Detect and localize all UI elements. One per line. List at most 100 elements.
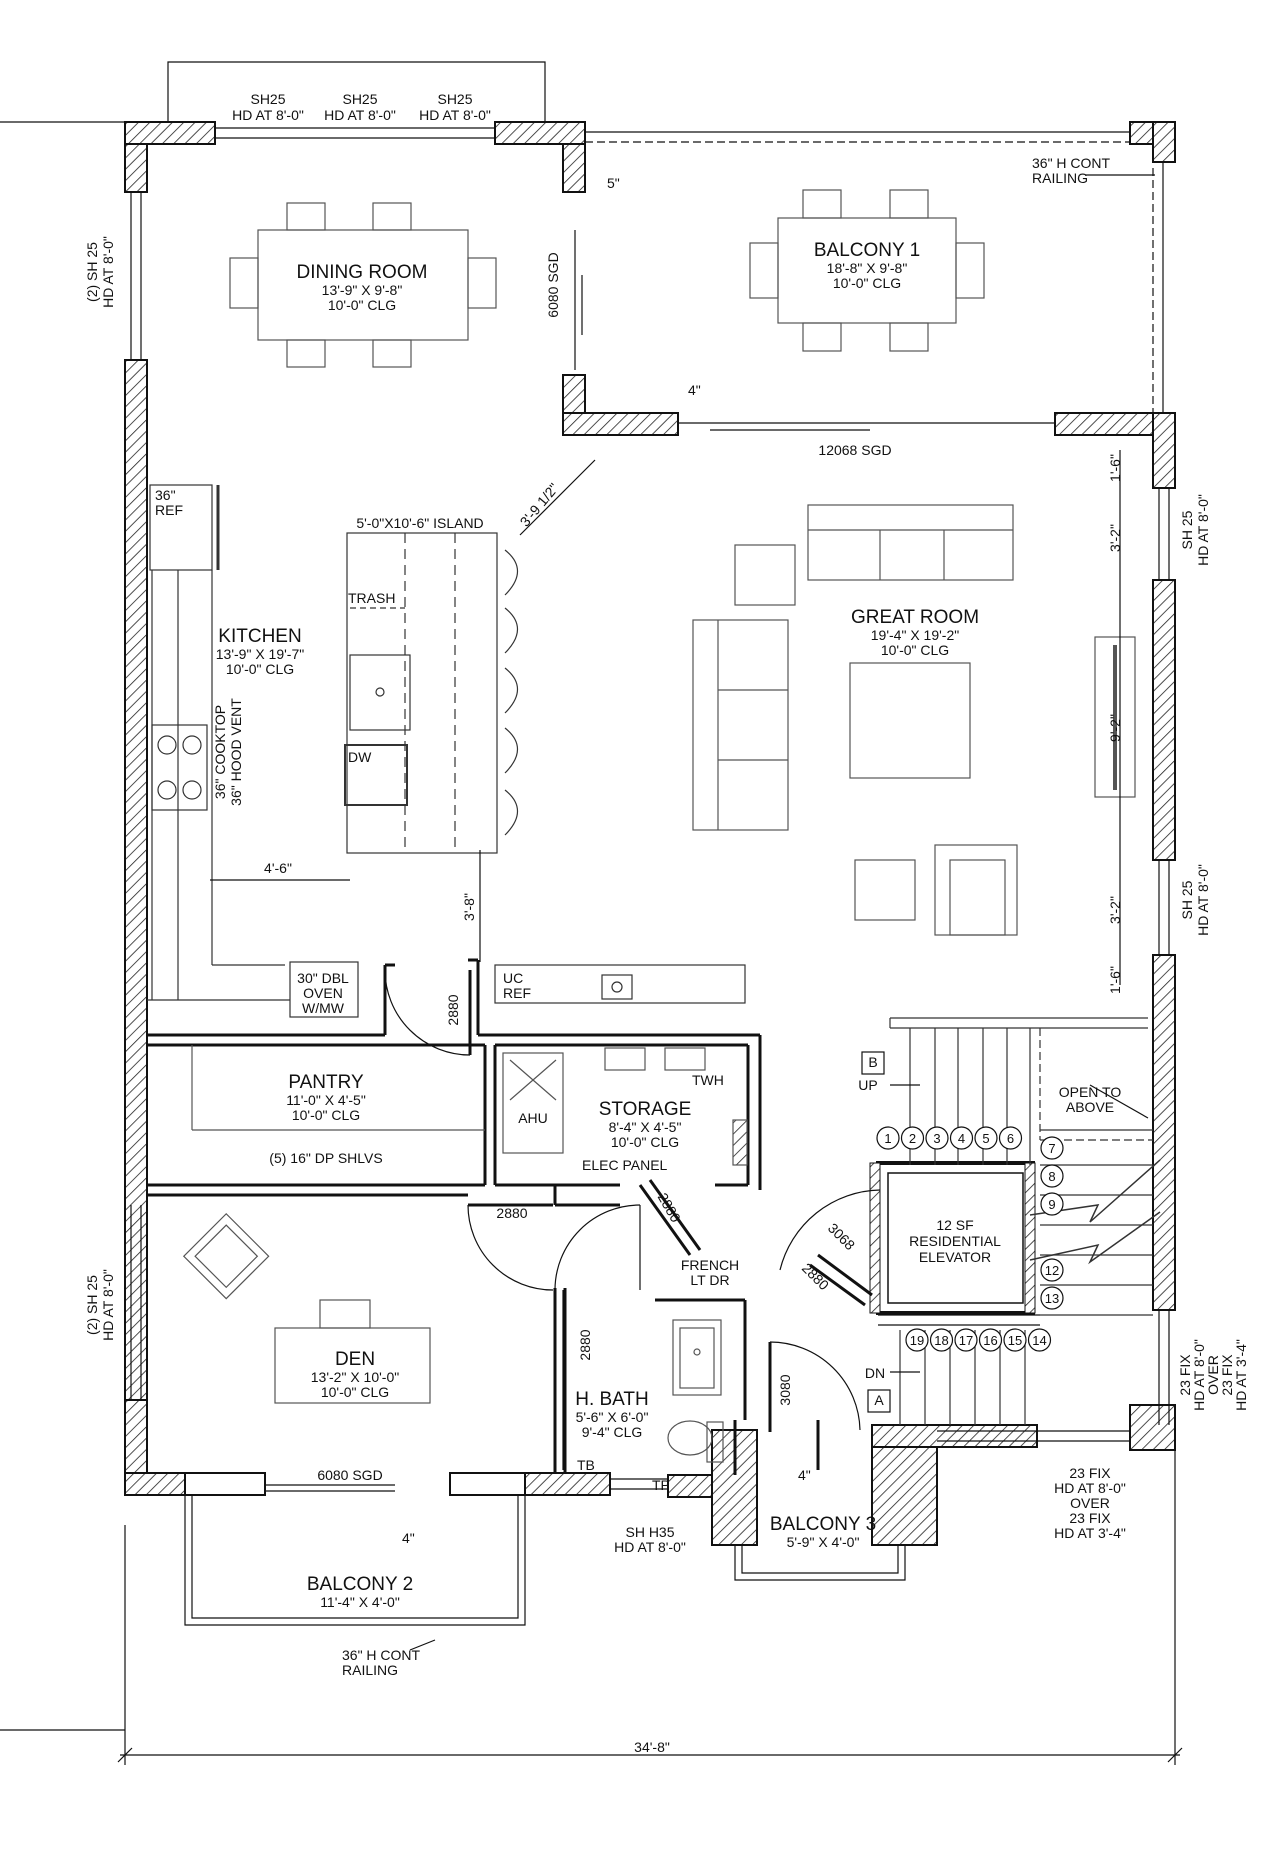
dim-5-inch: 5" (607, 175, 620, 191)
stair-step-number: 2 (909, 1131, 916, 1146)
kitchen-size: 13'-9" X 19'-7" (216, 646, 304, 662)
ahu-label: AHU (518, 1110, 548, 1126)
stair-step-number: 13 (1045, 1291, 1059, 1306)
uc-ref-label-1: UC (503, 970, 523, 986)
svg-text:HD AT 8'-0": HD AT 8'-0" (1191, 1339, 1207, 1411)
hbath-name: H. BATH (575, 1389, 649, 1410)
island-label: 5'-0"X10'-6" ISLAND (356, 515, 483, 531)
interior-walls (147, 958, 1035, 1475)
sgd-12068-label: 12068 SGD (818, 442, 891, 458)
stair-step-marker (905, 1328, 929, 1352)
svg-text:23 FIX: 23 FIX (1219, 1354, 1235, 1396)
balcony3-name: BALCONY 3 (770, 1514, 876, 1535)
oven-label-2: OVEN (303, 985, 343, 1001)
window-sh25-2: SH25 (342, 91, 377, 107)
tb-label: TB (577, 1457, 595, 1473)
stair-step-marker (978, 1328, 1003, 1352)
svg-text:HD AT 3'-4": HD AT 3'-4" (1054, 1525, 1126, 1541)
stair-step-marker (1040, 1286, 1064, 1310)
dim-3-8-label: 3'-8" (461, 893, 477, 921)
top-window-labels: SH25 HD AT 8'-0" SH25 HD AT 8'-0" SH25 H… (232, 91, 491, 123)
kitchen-name: KITCHEN (218, 626, 301, 647)
sgd-6080-label: 6080 SGD (545, 252, 561, 317)
uc-ref-label-2: REF (503, 985, 531, 1001)
stair-step-marker (949, 1126, 974, 1150)
elevator-label-3: ELEVATOR (919, 1249, 991, 1265)
stair-step-marker (1040, 1136, 1064, 1160)
right-window-a-l1: SH 25 (1179, 510, 1195, 549)
stair-step-marker (998, 1126, 1023, 1150)
door-2880-den: 2880 (496, 1205, 527, 1221)
left-window-top-l2: HD AT 8'-0" (100, 236, 116, 308)
stair-step-number: 7 (1048, 1141, 1055, 1156)
cooktop-label-1: 36" COOKTOP (212, 705, 228, 799)
stair-step-marker (925, 1126, 949, 1150)
dim-1-6-top: 1'-6" (1107, 454, 1123, 482)
balcony1-ceiling: 10'-0" CLG (833, 275, 901, 291)
storage-ceiling: 10'-0" CLG (611, 1134, 679, 1150)
stair-step-number: 19 (910, 1333, 924, 1348)
door-3068-label: 3068 (825, 1220, 858, 1253)
dw-label: DW (348, 749, 372, 765)
railing-label-4: RAILING (342, 1662, 398, 1678)
open-above-label-2: ABOVE (1066, 1099, 1114, 1115)
great-room-ceiling: 10'-0" CLG (881, 642, 949, 658)
stair-step-number: 18 (934, 1333, 948, 1348)
dim-4-6-label: 4'-6" (264, 860, 292, 876)
svg-text:23 FIX: 23 FIX (1069, 1465, 1111, 1481)
right-window-a-l2: HD AT 8'-0" (1195, 494, 1211, 566)
window-hd-2: HD AT 8'-0" (324, 107, 396, 123)
door-3080-label: 3080 (777, 1374, 793, 1405)
stair-step-marker (900, 1126, 925, 1150)
exterior-walls (124, 121, 1176, 1546)
stair-tag-b: B (868, 1054, 877, 1070)
stair-step-number: 16 (983, 1333, 997, 1348)
dim-4-inch-c: 4" (798, 1467, 811, 1483)
balcony3-fix-window: 23 FIX HD AT 8'-0" OVER 23 FIX HD AT 3'-… (1054, 1465, 1126, 1541)
dining-room-ceiling: 10'-0" CLG (328, 297, 396, 313)
right-window-c: 23 FIX HD AT 8'-0" OVER 23 FIX HD AT 3'-… (1177, 1339, 1249, 1411)
svg-text:23 FIX: 23 FIX (1069, 1510, 1111, 1526)
stair-step-marker (1040, 1192, 1064, 1216)
railing-label-1: 36" H CONT (1032, 155, 1111, 171)
pantry-size: 11'-0" X 4'-5" (286, 1092, 366, 1108)
dim-3-2-top: 3'-2" (1107, 524, 1123, 552)
balcony1-name: BALCONY 1 (814, 240, 920, 261)
ref-label-1: 36" (155, 487, 176, 503)
stair-step-marker (1040, 1258, 1064, 1282)
stair-step-number: 17 (959, 1333, 973, 1348)
twh-label: TWH (692, 1072, 724, 1088)
stair-step-number: 1 (884, 1131, 891, 1146)
oven-label-3: W/MW (302, 1000, 345, 1016)
stair-step-number: 5 (982, 1131, 989, 1146)
sh-h35-hd-label: HD AT 8'-0" (614, 1539, 686, 1555)
svg-text:OVER: OVER (1070, 1495, 1110, 1511)
hbath-ceiling: 9'-4" CLG (582, 1424, 643, 1440)
stair-step-marker (876, 1126, 900, 1150)
stair-step-marker (1040, 1164, 1064, 1188)
window-sh25-1: SH25 (250, 91, 285, 107)
great-room-name: GREAT ROOM (851, 607, 979, 628)
window-sh25-3: SH25 (437, 91, 472, 107)
stair-step-marker (954, 1328, 978, 1352)
svg-text:HD AT 3'-4": HD AT 3'-4" (1233, 1339, 1249, 1411)
window-hd-1: HD AT 8'-0" (232, 107, 304, 123)
hbath-size: 5'-6" X 6'-0" (576, 1409, 649, 1425)
stair-step-marker (1003, 1328, 1027, 1352)
dining-room-size: 13'-9" X 9'-8" (322, 282, 403, 298)
railing-label-2: RAILING (1032, 170, 1088, 186)
stair-step-number: 14 (1032, 1333, 1046, 1348)
balcony2-name: BALCONY 2 (307, 1574, 413, 1595)
great-room-size: 19'-4" X 19'-2" (871, 627, 959, 643)
elevator-label-2: RESIDENTIAL (909, 1233, 1001, 1249)
stair-step-marker (1027, 1328, 1052, 1352)
window-hd-3: HD AT 8'-0" (419, 107, 491, 123)
stair-step-number: 8 (1048, 1169, 1055, 1184)
door-2880-kitchen: 2880 (445, 994, 461, 1025)
pantry-name: PANTRY (288, 1072, 364, 1093)
right-window-b-l1: SH 25 (1179, 880, 1195, 919)
svg-text:23 FIX: 23 FIX (1177, 1354, 1193, 1396)
dining-room-name: DINING ROOM (297, 262, 428, 283)
dim-1-6-bottom: 1'-6" (1107, 966, 1123, 994)
